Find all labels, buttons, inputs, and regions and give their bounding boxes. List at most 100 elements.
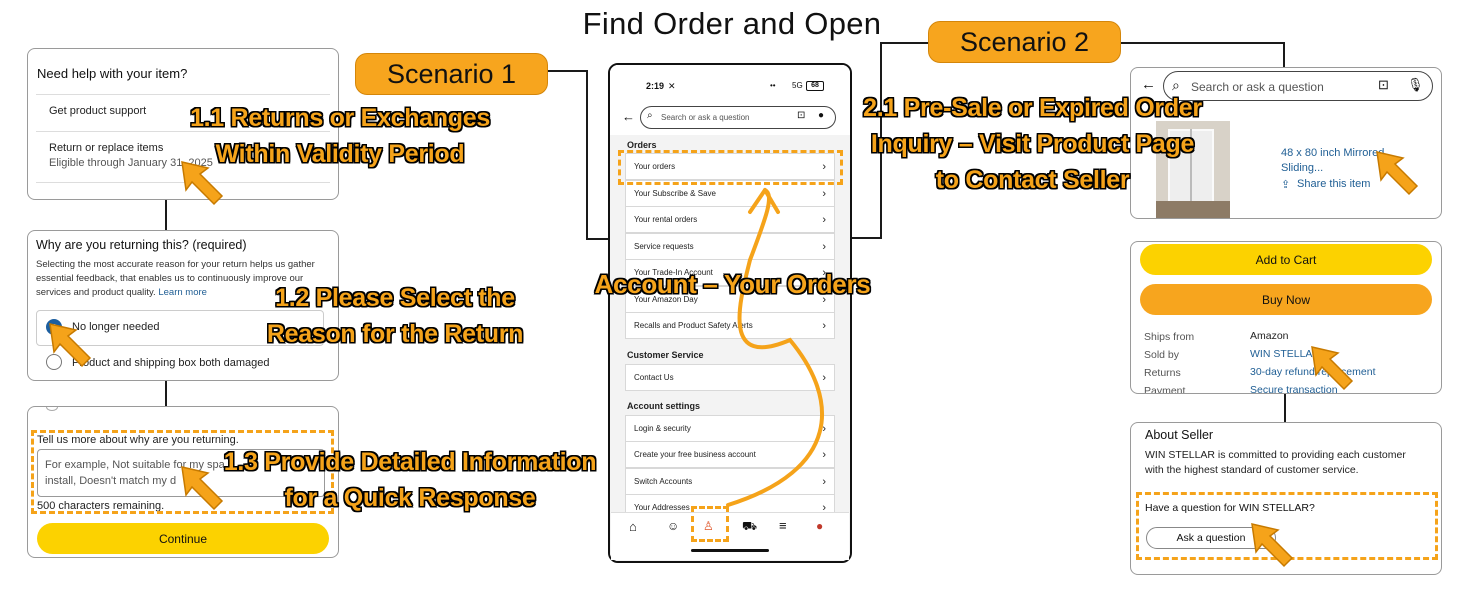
reason-option-selected[interactable] [36,310,324,346]
status-time: 2:19 [646,81,665,91]
menu-label: Your Addresses [634,503,690,512]
scenario-2-label: Scenario 2 [928,21,1121,63]
account-tab-highlight [691,506,729,542]
back-arrow-icon[interactable]: ← [622,109,635,124]
annotation-1-1-line2: Within Validity Period [215,140,465,168]
search-icon: ⌕ [1172,77,1180,93]
chevron-right-icon: › [822,266,826,279]
reason-radio-2[interactable] [46,354,62,370]
get-support-link[interactable]: Get product support [49,105,147,117]
menu-label: Create your free business account [634,450,756,459]
home-indicator [691,549,769,552]
chevron-right-icon: › [822,448,826,461]
wifi-icon: •• [770,81,776,90]
product-search-placeholder: Search or ask a question [1191,80,1324,94]
pointer-arrow-icon [181,161,224,206]
pointer-arrow-icon [181,466,224,511]
chevron-right-icon: › [822,240,826,253]
help-heading: Need help with your item? [37,66,188,81]
product-image[interactable] [1156,121,1230,218]
chevron-right-icon: › [822,501,826,514]
rufus-icon[interactable]: ● [816,519,824,533]
menu-label: Your Subscribe & Save [634,189,716,198]
mic-icon[interactable]: ● [818,110,825,121]
menu-your-orders[interactable]: Your orders › [625,153,835,180]
buy-now-button[interactable]: Buy Now [1140,284,1432,315]
pointer-arrow-icon [49,323,92,368]
annotation-1-2-line2: Reason for the Return [266,320,524,348]
product-card: ← ⌕ Search or ask a question ⊡ 🎙 48 x 80… [1130,67,1442,219]
menu-label: Recalls and Product Safety Alerts [634,321,753,330]
product-title-2[interactable]: Sliding... [1281,162,1324,174]
menu-login-security[interactable]: Login & security › [625,415,835,442]
menu-switch-accounts[interactable]: Switch Accounts › [625,468,835,495]
account-icon[interactable]: ♙ [703,519,714,533]
product-title-1[interactable]: 48 x 80 inch Mirrored [1281,147,1385,159]
menu-label: Your Amazon Day [634,295,698,304]
share-icon[interactable]: ⇪ [1281,179,1291,191]
annotation-1-3-line2: for a Quick Response [284,484,536,512]
camera-icon[interactable]: ⊡ [1378,77,1389,92]
continue-button[interactable]: Continue [37,523,329,554]
orders-section-title: Orders [627,140,657,150]
about-seller-card: About Seller WIN STELLAR is committed to… [1130,422,1442,575]
tell-more-highlight [31,430,334,514]
sold-by-label: Sold by [1144,349,1180,361]
add-to-cart-button[interactable]: Add to Cart [1140,244,1432,275]
reason-option-2-label: Product and shipping box both damaged [72,357,270,369]
annotation-2-1-line2: Inquiry – Visit Product Page [870,130,1195,158]
chevron-right-icon: › [822,160,826,173]
menu-label: Your orders [634,162,676,171]
camera-icon[interactable]: ⊡ [797,110,806,121]
return-eligibility: Eligible through January 31, 2025 [49,157,213,169]
reason-heading: Why are you returning this? (required) [36,238,247,252]
help-card: Need help with your item? Get product su… [27,48,339,200]
chevron-right-icon: › [822,475,826,488]
ships-from-label: Ships from [1144,331,1195,343]
chevron-right-icon: › [822,371,826,384]
annotation-2-1-line1: 2.1 Pre-Sale or Expired Order [863,94,1202,122]
menu-icon[interactable]: ≡ [779,518,787,533]
menu-label: Switch Accounts [634,477,693,486]
characters-remaining: 500 characters remaining. [37,500,165,512]
phone-search-bar[interactable]: ⌕ Search or ask a question ⊡ ● [640,106,836,129]
payment-label: Payment [1144,385,1186,394]
annotation-1-1-line1: 1.1 Returns or Exchanges [190,104,490,132]
annotation-1-2: 1.2 Please Select the Reason for the Ret… [230,280,560,352]
back-arrow-icon[interactable]: ← [1141,76,1156,93]
pointer-arrow-icon [1311,346,1354,391]
menu-trade-in[interactable]: Your Trade-In Account› [625,259,835,286]
menu-label: Service requests [634,242,694,251]
return-items-title[interactable]: Return or replace items [49,142,164,154]
seller-link[interactable]: WIN STELLAR [1250,348,1321,360]
annotation-2-1: 2.1 Pre-Sale or Expired Order Inquiry – … [840,90,1225,198]
annotation-1-3-line1: 1.3 Provide Detailed Information [223,448,597,476]
curved-arrow-icon [726,188,825,507]
payment-link[interactable]: Secure transaction [1250,384,1338,394]
chevron-right-icon: › [822,319,826,332]
buy-box-card: Add to Cart Buy Now Ships from Amazon So… [1130,241,1442,394]
return-details-textarea[interactable]: For example, Not suitable for my spa ins… [37,449,325,497]
annotation-account-orders: Account – Your Orders [594,269,871,299]
textarea-placeholder-2: install, Doesn't match my d [45,475,177,487]
pointer-arrow-icon [1376,151,1419,196]
home-icon[interactable]: ⌂ [629,519,637,534]
chevron-right-icon: › [822,213,826,226]
about-seller-heading: About Seller [1145,428,1214,442]
mic-icon[interactable]: 🎙 [1407,77,1424,92]
chevron-right-icon: › [822,187,826,200]
battery-level: 68 [806,81,824,91]
cart-icon[interactable]: ⛟ [742,519,758,533]
menu-label: Login & security [634,424,691,433]
inspire-icon[interactable]: ☺ [667,519,680,533]
share-link[interactable]: Share this item [1297,178,1371,190]
returns-label: Returns [1144,367,1181,379]
learn-more-link[interactable]: Learn more [158,287,207,298]
chevron-right-icon: › [822,422,826,435]
annotation-1-3: 1.3 Provide Detailed Information for a Q… [210,444,610,516]
menu-recalls[interactable]: Recalls and Product Safety Alerts › [625,312,835,339]
ask-question-button[interactable]: Ask a question [1146,527,1276,549]
menu-contact-us[interactable]: Contact Us› [625,364,835,391]
menu-rental-orders[interactable]: Your rental orders› [625,206,835,233]
product-search-bar[interactable]: ⌕ Search or ask a question ⊡ 🎙 [1163,71,1433,101]
